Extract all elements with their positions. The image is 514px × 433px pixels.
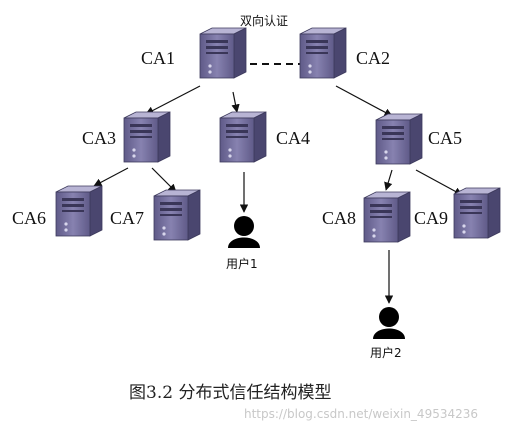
server-ca8 xyxy=(363,191,411,243)
ca8-label: CA8 xyxy=(322,208,356,228)
server-ca6 xyxy=(55,185,103,237)
ca9-label: CA9 xyxy=(414,208,448,228)
mutual-auth-label: 双向认证 xyxy=(240,13,288,28)
server-tower-icon xyxy=(219,111,267,163)
edge-ca3-ca7 xyxy=(151,167,177,193)
server-tower-icon xyxy=(363,191,411,243)
edges xyxy=(93,63,463,304)
edge-ca3-ca6 xyxy=(93,167,129,187)
server-tower-icon xyxy=(375,113,423,165)
user1-label: 用户1 xyxy=(226,256,258,271)
figure-caption: 图3.2 分布式信任结构模型 xyxy=(129,383,331,403)
edge-ca2-ca5 xyxy=(335,85,393,117)
server-ca4 xyxy=(219,111,267,163)
server-tower-icon xyxy=(453,187,501,239)
watermark: https://blog.csdn.net/weixin_49534236 xyxy=(244,407,478,421)
server-ca9 xyxy=(453,187,501,239)
edge-ca5-ca8 xyxy=(384,169,393,191)
edge-ca1-ca4 xyxy=(231,91,240,113)
server-tower-icon xyxy=(199,27,247,79)
edge-ca5-ca9 xyxy=(415,169,463,196)
server-tower-icon xyxy=(123,111,171,163)
ca5-label: CA5 xyxy=(428,128,462,148)
ca4-label: CA4 xyxy=(276,128,310,148)
server-ca2 xyxy=(299,27,347,79)
server-ca1 xyxy=(199,27,247,79)
ca7-label: CA7 xyxy=(110,208,144,228)
ca2-label: CA2 xyxy=(356,48,390,68)
server-ca3 xyxy=(123,111,171,163)
user2-label: 用户2 xyxy=(370,345,402,360)
server-tower-icon xyxy=(55,185,103,237)
server-tower-icon xyxy=(299,27,347,79)
ca1-label: CA1 xyxy=(141,48,175,68)
ca6-label: CA6 xyxy=(12,208,46,228)
servers xyxy=(55,27,501,243)
edge-ca1-ca3 xyxy=(145,85,201,115)
server-tower-icon xyxy=(153,189,201,241)
user-silhouette-icon xyxy=(373,307,405,339)
server-ca5 xyxy=(375,113,423,165)
user-silhouette-icon xyxy=(228,216,260,248)
ca3-label: CA3 xyxy=(82,128,116,148)
server-ca7 xyxy=(153,189,201,241)
